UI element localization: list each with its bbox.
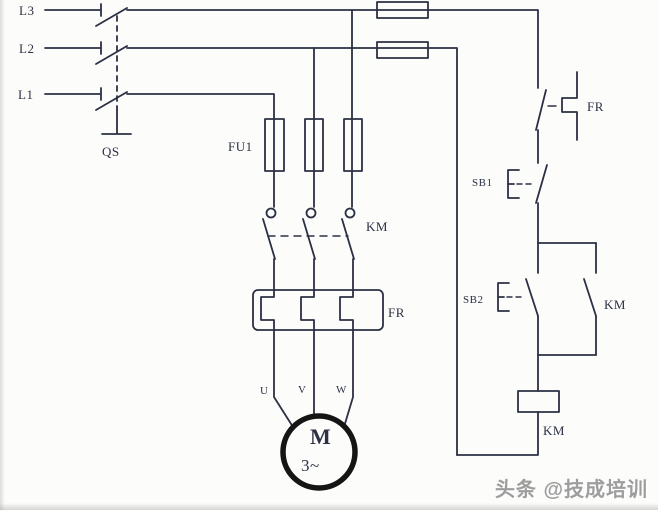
km-main-contacts <box>262 207 356 260</box>
km-contact-hook-a <box>265 207 277 219</box>
label-km-main: KM <box>366 219 388 234</box>
label-l2: L2 <box>19 41 34 56</box>
qs-blade-l3 <box>95 7 128 27</box>
fr-heater-wire-a <box>260 258 294 428</box>
wire-l3-bus <box>126 9 539 89</box>
label-motor-m: M <box>310 424 331 449</box>
qs-blade-l2 <box>95 45 128 65</box>
label-terminal-w: W <box>336 384 347 396</box>
label-fr-control: FR <box>587 99 604 114</box>
fr-heater-box <box>252 289 384 331</box>
km-contact-hook-c <box>344 207 356 219</box>
sb2-contact-blade <box>525 278 539 317</box>
km-contact-blade-b <box>302 218 316 260</box>
km-contact-blade-c <box>341 218 355 260</box>
power-wiring <box>126 9 539 456</box>
fuse-fu1-c <box>343 118 363 172</box>
label-terminal-u: U <box>260 385 268 397</box>
sb2-button-operator <box>497 282 510 312</box>
label-sb1: SB1 <box>472 177 492 189</box>
fr-heater-wire-b <box>300 258 315 418</box>
wire-coil-return <box>456 411 539 456</box>
watermark-text: 头条 @技成培训 <box>494 479 648 501</box>
label-km-coil: KM <box>543 423 565 438</box>
labels: L3 L2 L1 QS FU1 KM FR U V W M 3~ FR SB1 … <box>18 3 626 475</box>
fuse-control-bottom <box>376 41 429 59</box>
label-fu1: FU1 <box>228 139 253 154</box>
label-km-aux: KM <box>604 297 626 312</box>
wire-l2-bus-and-return <box>126 47 458 456</box>
fr-thermal-overload <box>252 258 384 428</box>
qs-blade-l1 <box>95 91 128 111</box>
fuse-fu1-a <box>264 118 285 172</box>
sb1-button-operator <box>507 169 520 199</box>
control-circuit <box>456 71 597 456</box>
km-contact-blade-a <box>262 218 276 260</box>
km-aux-contact-blade <box>583 278 597 317</box>
fuse-fu1-b <box>304 118 324 172</box>
qs-disconnect-switch <box>44 3 132 135</box>
label-l3: L3 <box>19 3 34 18</box>
fr-trip-actuator <box>561 71 578 141</box>
km-contact-hook-b <box>305 207 317 219</box>
label-sb2: SB2 <box>463 294 483 306</box>
fuse-control-top <box>376 1 429 19</box>
control-fuses <box>376 1 429 59</box>
km-coil <box>517 390 560 413</box>
label-qs: QS <box>102 144 120 159</box>
sb1-contact-blade <box>535 164 548 204</box>
label-motor-phase: 3~ <box>301 456 320 475</box>
label-l1: L1 <box>18 87 33 102</box>
fr-heater-wire-c <box>339 258 354 428</box>
wire-l1-to-fuse <box>126 93 275 208</box>
label-fr-power: FR <box>388 305 405 320</box>
fr-contact-blade <box>535 89 547 131</box>
motor-circle <box>280 413 358 491</box>
main-fuses-fu1 <box>264 118 363 172</box>
label-terminal-v: V <box>298 384 306 396</box>
